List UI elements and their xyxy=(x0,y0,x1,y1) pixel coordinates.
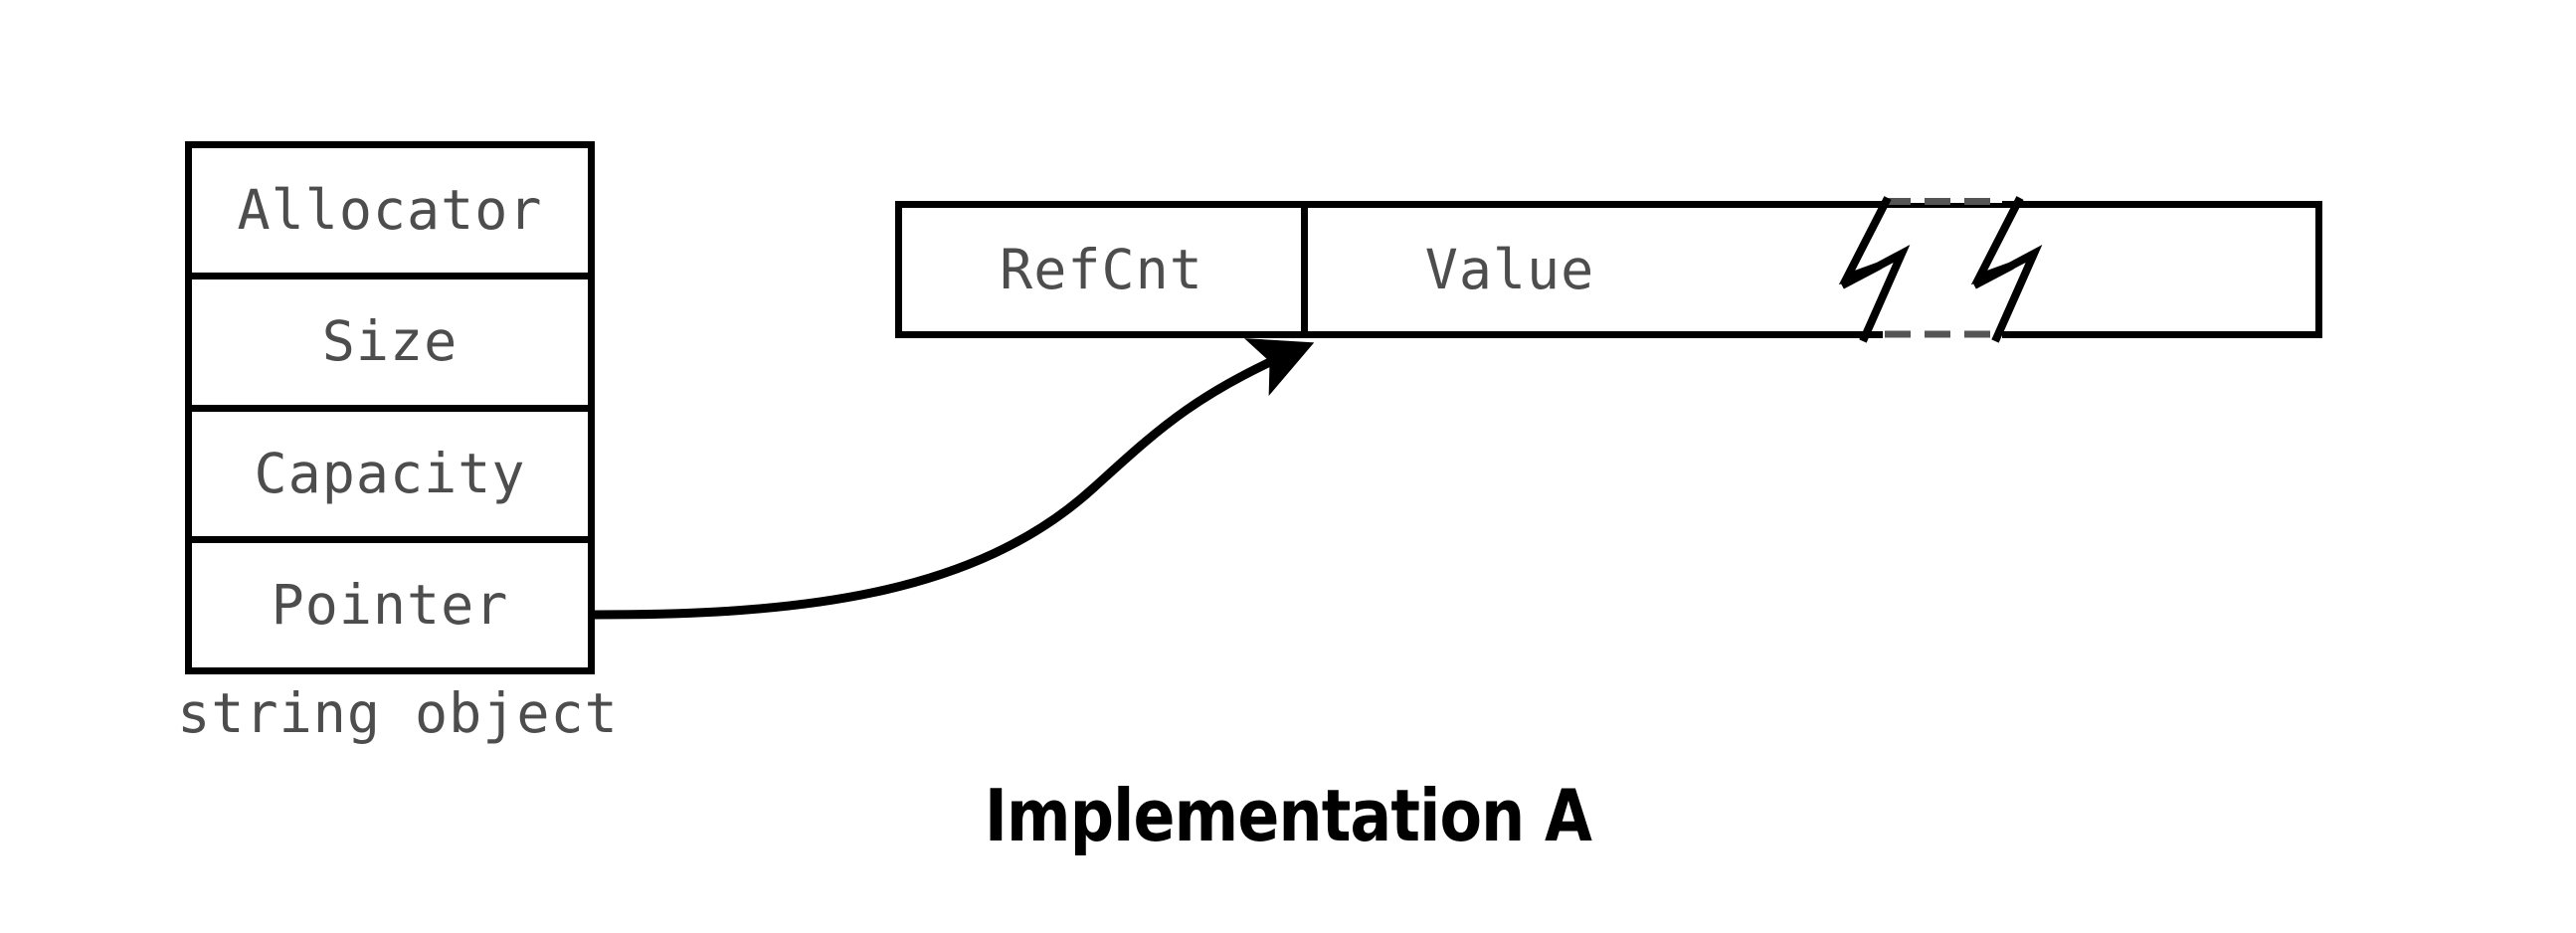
buffer-cell-refcnt: RefCnt xyxy=(902,208,1301,331)
struct-row-label-capacity: Capacity xyxy=(254,441,526,505)
struct-row-label-allocator: Allocator xyxy=(237,178,543,243)
pointer-to-buffer-arrow xyxy=(594,338,1315,620)
struct-row-label-size: Size xyxy=(321,309,459,374)
buffer-cell-label-value: Value xyxy=(1424,237,1595,301)
buffer-cell-label-refcnt: RefCnt xyxy=(1000,237,1203,301)
buffer-cell-divider xyxy=(1301,208,1308,331)
buffer-cell-remainder xyxy=(1712,208,2315,331)
struct-box-caption: string object xyxy=(177,681,619,745)
buffer-cell-value: Value xyxy=(1308,208,1712,331)
heap-buffer-box: RefCnt Value xyxy=(895,201,2322,338)
diagram-title: Implementation A xyxy=(984,774,1592,857)
struct-row-size: Size xyxy=(192,280,588,412)
pointer-arrow-path xyxy=(594,338,1315,620)
struct-row-allocator: Allocator xyxy=(192,148,588,280)
struct-row-pointer: Pointer xyxy=(192,543,588,667)
struct-row-capacity: Capacity xyxy=(192,412,588,543)
struct-row-label-pointer: Pointer xyxy=(271,572,509,637)
string-object-struct-box: Allocator Size Capacity Pointer xyxy=(185,141,595,674)
